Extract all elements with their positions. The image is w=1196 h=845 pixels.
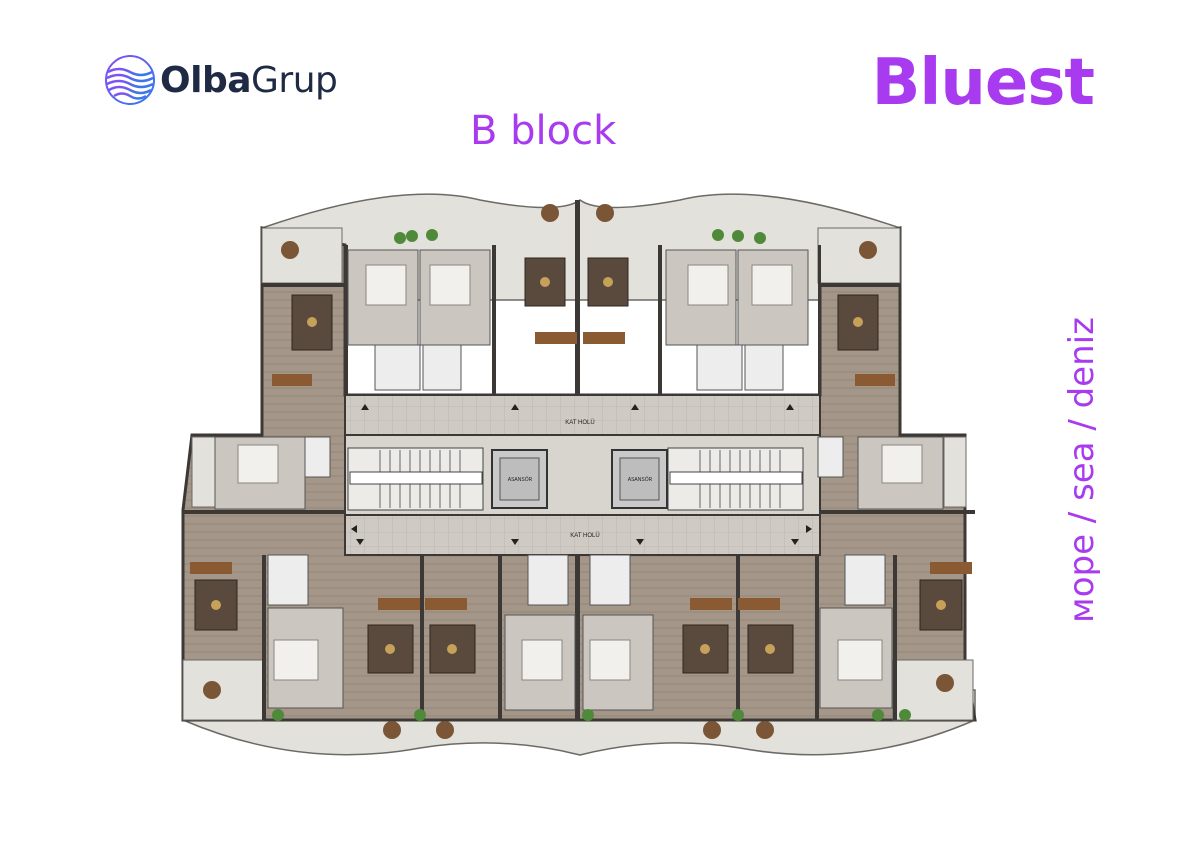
olbagrup-logo: OlbaGrup	[104, 50, 364, 110]
brand-name: OlbaGrup	[160, 59, 338, 101]
hall-label-lower: KAT HOLÜ	[570, 532, 599, 539]
olba-wave-icon	[105, 55, 155, 105]
lower-hall	[344, 514, 821, 556]
elevator-label-left: ASANSÖR	[508, 476, 533, 483]
hall-label-upper: KAT HOLÜ	[565, 419, 594, 426]
project-title: Bluest	[871, 46, 1095, 120]
upper-hall	[344, 394, 821, 436]
elevator-label-right: ASANSÖR	[628, 476, 653, 483]
stairs-left	[347, 447, 484, 511]
stairs-right	[667, 447, 804, 511]
block-subtitle: B block	[470, 108, 617, 154]
